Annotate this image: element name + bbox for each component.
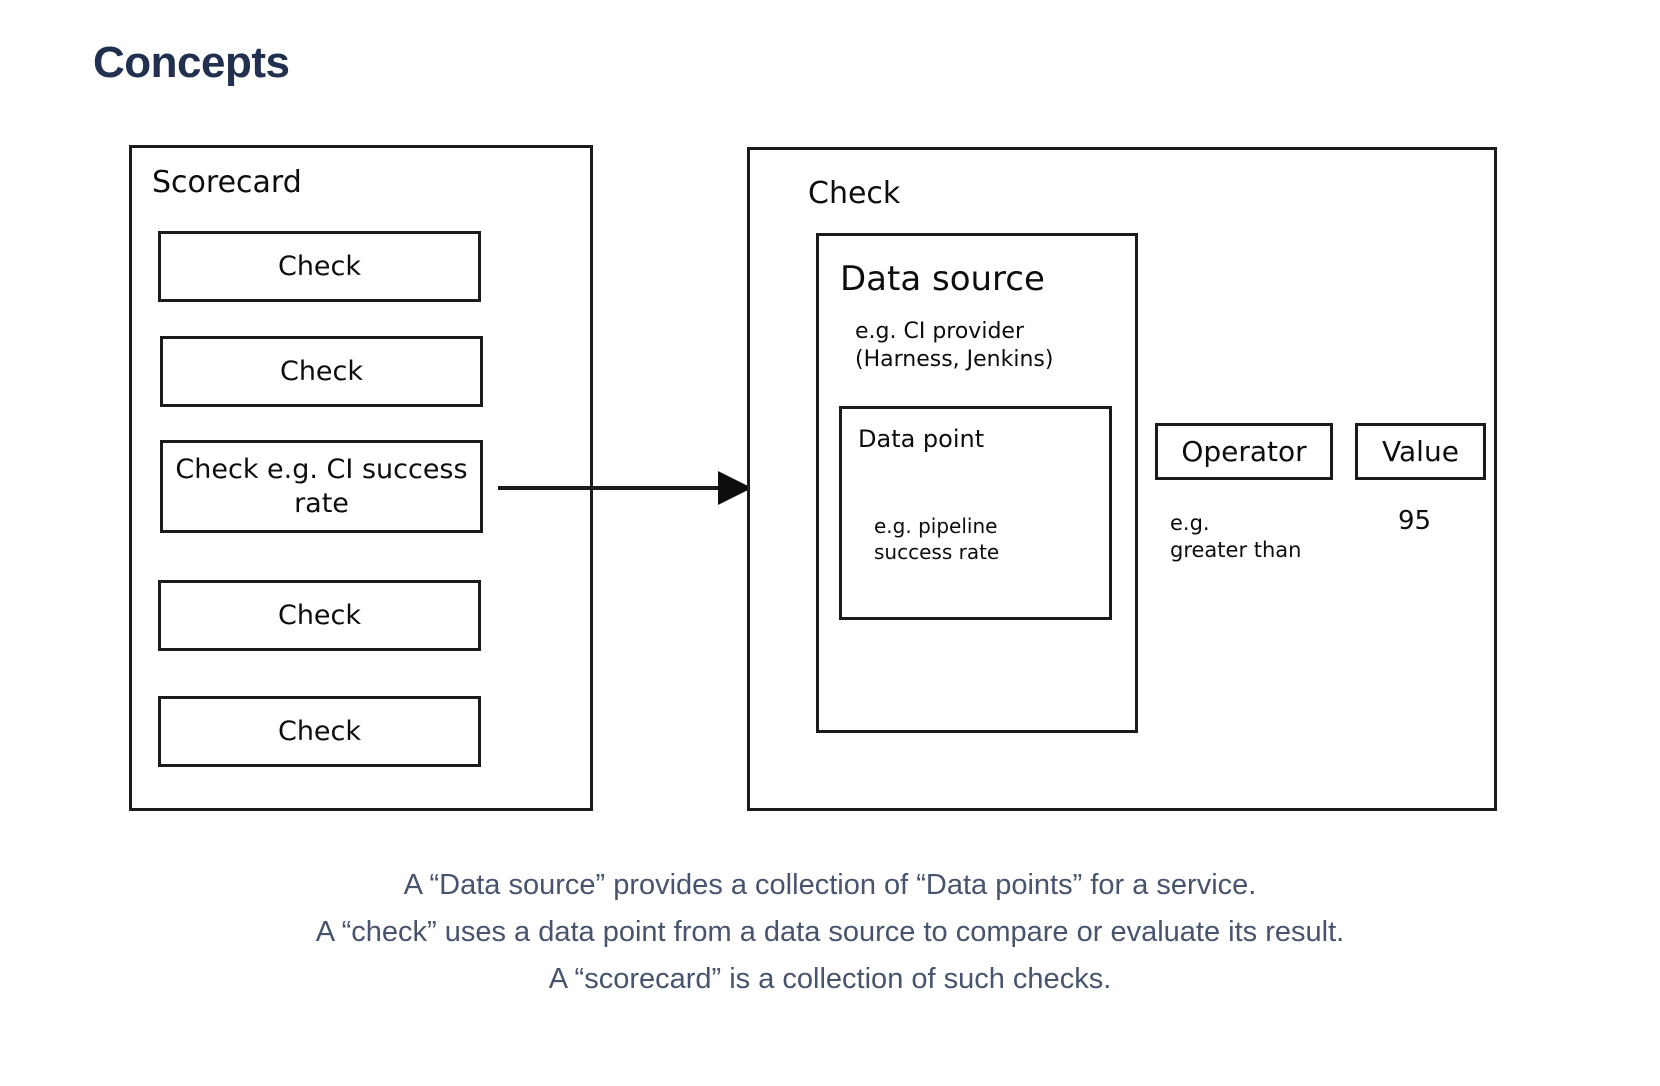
data-point-title: Data point: [858, 425, 985, 453]
check-title: Check: [808, 176, 901, 211]
scorecard-check-item-2[interactable]: Check: [160, 336, 483, 407]
caption-line-2: A “check” uses a data point from a data …: [315, 915, 1345, 948]
value-example: 95: [1398, 506, 1432, 536]
data-point-box: [839, 406, 1112, 620]
data-source-title: Data source: [840, 259, 1045, 299]
scorecard-title: Scorecard: [152, 165, 302, 200]
page-title: Concepts: [93, 38, 290, 88]
arrow-right-icon: [498, 471, 752, 505]
scorecard-check-item-4[interactable]: Check: [158, 580, 481, 651]
value-box[interactable]: Value: [1355, 423, 1486, 480]
data-source-example: e.g. CI provider (Harness, Jenkins): [855, 319, 1054, 373]
operator-box[interactable]: Operator: [1155, 423, 1333, 480]
scorecard-check-item-3[interactable]: Check e.g. CI success rate: [160, 440, 483, 533]
data-point-example: e.g. pipeline success rate: [874, 514, 1000, 564]
scorecard-check-item-1[interactable]: Check: [158, 231, 481, 302]
caption-line-1: A “Data source” provides a collection of…: [403, 869, 1257, 901]
concepts-diagram: Scorecard Check Check Check e.g. CI succ…: [129, 145, 1497, 811]
caption-line-3: A “scorecard” is a collection of such ch…: [548, 962, 1112, 995]
operator-example: e.g. greater than: [1170, 511, 1302, 562]
scorecard-check-item-5[interactable]: Check: [158, 696, 481, 767]
caption-block: A “Data source” provides a collection of…: [0, 862, 1660, 1003]
